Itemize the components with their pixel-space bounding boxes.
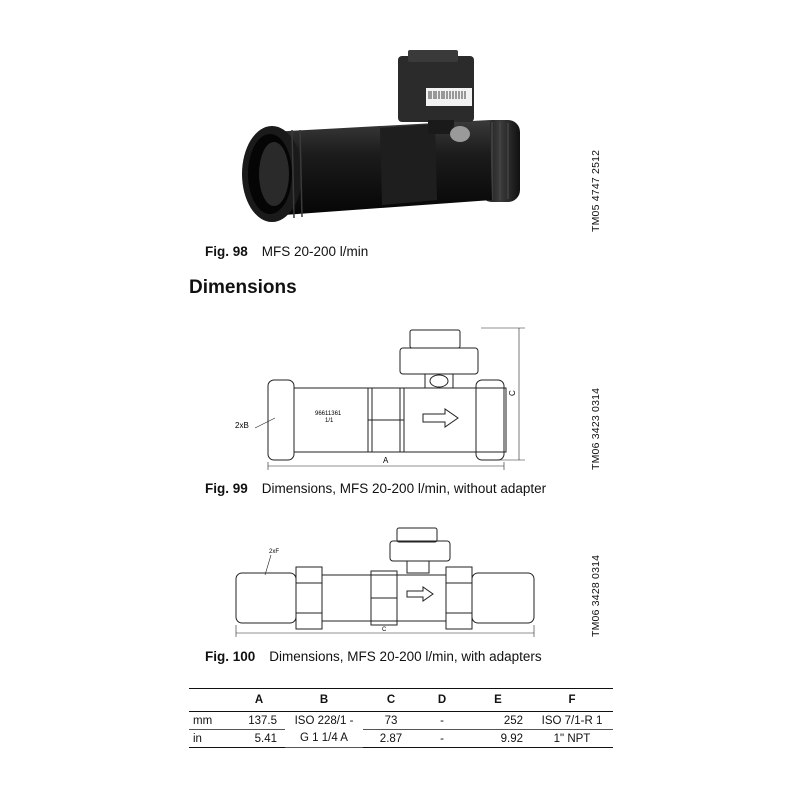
sensor-photo [242, 50, 520, 222]
header-c: C [363, 688, 419, 712]
section-title: Dimensions [189, 277, 297, 298]
table-row: mm 137.5 ISO 228/1 - G 1 1/4 A 73 - 252 … [189, 711, 613, 748]
cell-a: 137.5 [233, 711, 285, 730]
label-f: 2xF [269, 549, 279, 555]
fig98-text: MFS 20-200 l/min [261, 244, 369, 259]
cell-unit: in [189, 729, 233, 748]
fig98-number: Fig. 98 [205, 244, 248, 259]
drawing-without-adapter: 2xB C A 96611361 1/1 [235, 327, 525, 470]
body-marking-1: 96611361 [315, 411, 342, 417]
header-b: B [285, 688, 363, 712]
cell-c: 2.87 [363, 729, 419, 748]
header-unit [189, 688, 233, 712]
table-row: in 5.41 2.87 - 9.92 1" NPT [189, 729, 613, 748]
cell-e: 252 [465, 711, 531, 730]
fig100-text: Dimensions, MFS 20-200 l/min, with adapt… [269, 649, 542, 664]
header-e: E [465, 688, 531, 712]
label-b: 2xB [235, 421, 249, 430]
drawing-with-adapters: 2xF C [235, 527, 535, 637]
fig99-text: Dimensions, MFS 20-200 l/min, without ad… [261, 481, 547, 496]
header-d: D [419, 688, 465, 712]
cell-d: - [419, 729, 465, 748]
table-header-row: A B C D E F [189, 688, 613, 712]
cell-c: 73 [363, 711, 419, 730]
label-a: A [383, 456, 389, 465]
cell-b: ISO 228/1 - G 1 1/4 A [285, 711, 363, 748]
label-c: C [508, 390, 517, 396]
fig100-tm-code: TM06 3428 0314 [590, 554, 602, 637]
cell-d: - [419, 711, 465, 730]
fig98-tm-code: TM05 4747 2512 [590, 149, 602, 232]
fig99-tm-code: TM06 3423 0314 [590, 387, 602, 470]
dimensions-table: A B C D E F mm 137.5 ISO 228/1 - G 1 1/4… [189, 688, 613, 748]
body-marking-2: 1/1 [325, 418, 334, 424]
cell-a: 5.41 [233, 729, 285, 748]
fig98-caption: Fig. 98 MFS 20-200 l/min [205, 244, 368, 259]
cell-f: ISO 7/1-R 1 [531, 711, 613, 730]
label-c-2: C [382, 627, 387, 633]
cell-e: 9.92 [465, 729, 531, 748]
fig100-number: Fig. 100 [205, 649, 256, 664]
header-f: F [531, 688, 613, 712]
cell-f: 1" NPT [531, 729, 613, 748]
fig99-caption: Fig. 99 Dimensions, MFS 20-200 l/min, wit… [205, 481, 546, 496]
header-a: A [233, 688, 285, 712]
fig99-number: Fig. 99 [205, 481, 248, 496]
fig100-caption: Fig. 100 Dimensions, MFS 20-200 l/min, wi… [205, 649, 542, 664]
cell-unit: mm [189, 711, 233, 730]
